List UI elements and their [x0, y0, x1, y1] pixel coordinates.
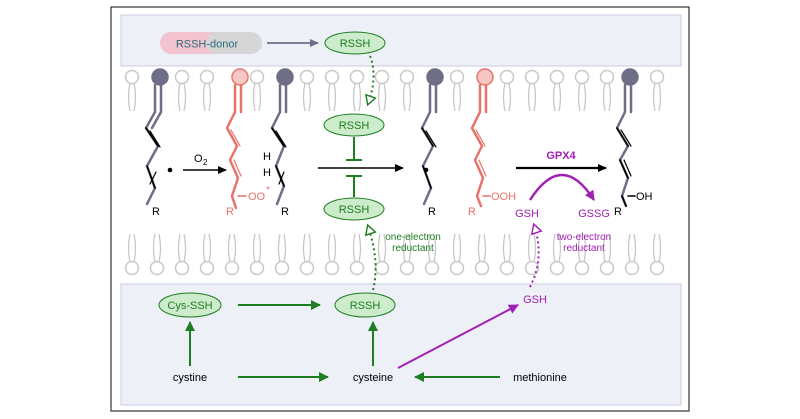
- membrane-lipid-top: [174, 69, 190, 112]
- membrane-lipid-bottom: [249, 233, 265, 276]
- membrane-lipid-top: [399, 69, 415, 112]
- cys-ssh-node: [158, 292, 222, 318]
- lipid-2: R OO *: [225, 68, 270, 218]
- donor-pill-right: [206, 32, 262, 54]
- membrane-lipid-bottom: [274, 233, 290, 276]
- oo-radical: *: [266, 185, 270, 196]
- membrane-lipid-bottom: [574, 233, 590, 276]
- gsh-supply-arrow: [529, 225, 539, 288]
- membrane-lipid-bottom: [324, 233, 340, 276]
- rssh-mid2-label: RSSH: [339, 204, 370, 216]
- membrane-lipid-top: [649, 69, 665, 112]
- ooh-label: OOH: [491, 191, 516, 203]
- membrane-lipid-top: [349, 69, 365, 112]
- methionine-label: methionine: [513, 372, 567, 384]
- membrane-lipid-top: [324, 69, 340, 112]
- membrane-lipid-bottom: [224, 233, 240, 276]
- r4-label: R: [428, 206, 436, 218]
- membrane-lipid-bottom: [349, 233, 365, 276]
- h1-label: H: [263, 151, 271, 163]
- rssh-reduce-arrow: [368, 226, 377, 291]
- donor-label: RSSH-donor: [176, 39, 239, 51]
- rssh-mid2-node: [323, 197, 385, 221]
- two-electron-label: two-electron: [557, 232, 611, 243]
- gsh-left-label: GSH: [515, 208, 539, 220]
- r3-label: R: [281, 206, 289, 218]
- rssh-mid1-node: [323, 113, 385, 137]
- gsh-gssg-arrow: [528, 174, 596, 201]
- lipid-4: R: [420, 68, 444, 218]
- lipid-1: R: [144, 68, 173, 218]
- membrane-lipid-top: [549, 69, 565, 112]
- inhibit-down: [346, 137, 362, 161]
- membrane-lipid-bottom: [499, 233, 515, 276]
- membrane-bilayer: [124, 69, 665, 276]
- two-electron-label-2: reductant: [563, 243, 605, 254]
- membrane-lipid-bottom: [299, 233, 315, 276]
- membrane-lipid-top: [299, 69, 315, 112]
- membrane-lipid-top: [374, 69, 390, 112]
- cys-ssh-label: Cys-SSH: [167, 300, 212, 312]
- cysteine-label: cysteine: [353, 372, 393, 384]
- membrane-lipid-bottom: [649, 233, 665, 276]
- o2-label: O: [194, 153, 203, 165]
- rssh-top-node: [324, 31, 386, 55]
- r1-label: R: [152, 206, 160, 218]
- membrane-lipid-bottom: [149, 233, 165, 276]
- cysteine-to-gsh-arrow: [397, 304, 519, 369]
- one-electron-label-2: reductant: [392, 243, 434, 254]
- membrane-lipid-top: [574, 69, 590, 112]
- membrane-lipid-bottom: [624, 233, 640, 276]
- membrane-lipid-bottom: [424, 233, 440, 276]
- membrane-lipid-bottom: [449, 233, 465, 276]
- membrane-lipid-bottom: [174, 233, 190, 276]
- rssh-bottom-node: [334, 292, 396, 318]
- membrane-lipid-top: [124, 69, 140, 112]
- lipid-chains: R R OO * H H R: [144, 68, 653, 218]
- r6-label: R: [614, 206, 622, 218]
- cystine-label: cystine: [173, 372, 207, 384]
- membrane-lipid-top: [524, 69, 540, 112]
- gpx4-label: GPX4: [546, 150, 576, 162]
- oh-label: OH: [636, 191, 653, 203]
- gsh-bottom-label: GSH: [523, 294, 547, 306]
- oo-label: OO: [248, 191, 266, 203]
- membrane-lipid-top: [599, 69, 615, 112]
- rssh-top-label: RSSH: [340, 38, 371, 50]
- gssg-label: GSSG: [578, 208, 610, 220]
- membrane-lipid-top: [449, 69, 465, 112]
- rssh-mid1-label: RSSH: [339, 120, 370, 132]
- membrane-lipid-bottom: [599, 233, 615, 276]
- membrane-lipid-bottom: [374, 233, 390, 276]
- membrane-lipid-top: [499, 69, 515, 112]
- rssh-bottom-label: RSSH: [350, 300, 381, 312]
- inhibit-up: [346, 175, 362, 197]
- one-electron-label: one-electron: [385, 232, 441, 243]
- membrane-lipid-bottom: [399, 233, 415, 276]
- membrane-lipid-top: [249, 69, 265, 112]
- r5-label: R: [468, 206, 476, 218]
- r2-label: R: [226, 206, 234, 218]
- lipid-3: H H R: [263, 68, 294, 218]
- lipid-6: R OH: [614, 68, 653, 218]
- o2-subscript: 2: [203, 158, 208, 167]
- lipid-5: R OOH: [468, 68, 516, 218]
- membrane-lipid-bottom: [474, 233, 490, 276]
- membrane-lipid-top: [199, 69, 215, 112]
- membrane-lipid-bottom: [549, 233, 565, 276]
- h2-label: H: [263, 167, 271, 179]
- membrane-lipid-bottom: [124, 233, 140, 276]
- membrane-lipid-bottom: [199, 233, 215, 276]
